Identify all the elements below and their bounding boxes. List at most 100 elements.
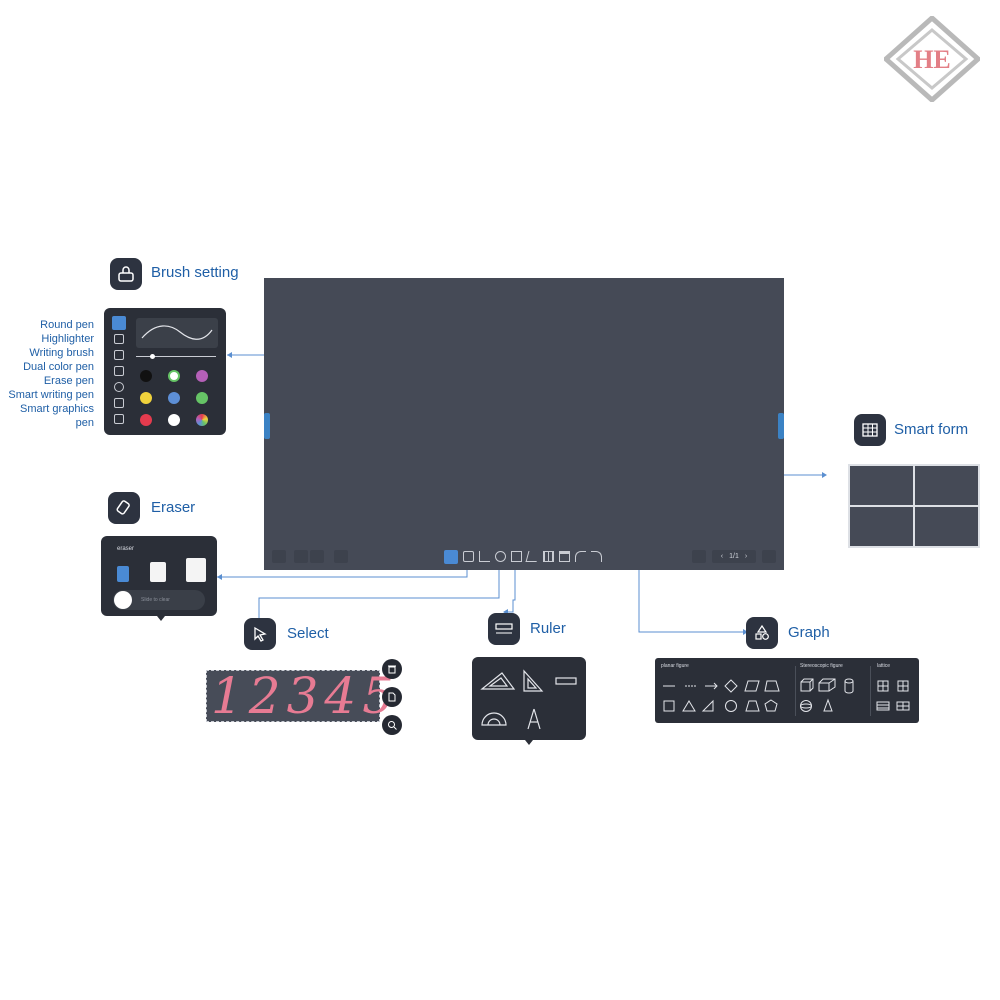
stroke-preview [136, 318, 218, 348]
trash-icon [388, 665, 396, 674]
eraser-panel-pointer [157, 616, 165, 621]
cylinder-shape-icon [844, 678, 854, 694]
ruler-panel [472, 657, 586, 740]
selected-handwriting[interactable]: 12345 [206, 667, 394, 725]
whiteboard-canvas[interactable]: ‹1/1› [264, 278, 784, 570]
delete-selection-button[interactable] [382, 659, 402, 679]
erase-pen-button[interactable] [114, 382, 124, 392]
brand-logo: HE [884, 16, 980, 102]
slide-to-clear-track[interactable]: Slide to clear [113, 590, 205, 610]
triangle-shape-icon [682, 700, 696, 712]
pen-label-dual-color: Dual color pen [23, 361, 94, 373]
parallelogram-shape-icon [744, 680, 760, 692]
pen-label-round: Round pen [40, 319, 94, 331]
right-triangle-shape-icon [701, 699, 714, 712]
diamond-shape-icon [724, 679, 738, 693]
eraser-size-large[interactable] [186, 558, 206, 582]
lattice-grid-1-icon [877, 680, 889, 692]
swap-icon[interactable] [272, 550, 286, 563]
graph-section-lattice: lattice [877, 663, 891, 669]
color-swatch[interactable] [168, 370, 180, 382]
dual-color-pen-button[interactable] [114, 366, 124, 376]
color-swatch[interactable] [196, 414, 208, 426]
brush-setting-title: Brush setting [151, 264, 239, 281]
redo-icon[interactable] [591, 551, 602, 562]
highlighter-button[interactable] [114, 334, 124, 344]
table-cell[interactable] [850, 507, 913, 546]
graph-panel: planar figure Stereoscopic figure lattic… [655, 658, 919, 723]
share-icon[interactable] [310, 550, 324, 563]
triangle-tool-icon[interactable] [525, 551, 540, 562]
trapezoid-2-shape-icon [745, 700, 760, 712]
smart-form-header-icon [854, 414, 886, 446]
slide-to-clear-hint: Slide to clear [141, 597, 170, 603]
straight-ruler-icon [555, 677, 577, 685]
color-swatch[interactable] [140, 392, 152, 404]
color-swatches [136, 366, 220, 430]
eraser-panel-label: eraser [117, 546, 135, 552]
eraser-tool-icon[interactable] [463, 551, 474, 562]
arrow-shape-icon [705, 682, 718, 690]
eraser-size-medium[interactable] [150, 562, 166, 582]
color-swatch[interactable] [196, 392, 208, 404]
brush-tool-button[interactable] [444, 549, 458, 564]
set-square-45-icon [480, 672, 516, 690]
chevron-down-icon[interactable] [334, 550, 348, 563]
select-header-icon [244, 618, 276, 650]
lattice-table-1-icon [876, 701, 890, 711]
table-cell[interactable] [915, 466, 978, 505]
pen-label-writing-brush: Writing brush [29, 347, 94, 359]
table-cell[interactable] [850, 466, 913, 505]
smart-form-tool-icon[interactable] [543, 551, 554, 562]
eraser-size-small[interactable] [117, 566, 129, 582]
color-swatch[interactable] [168, 392, 180, 404]
graph-header-icon [746, 617, 778, 649]
smart-form-table[interactable] [848, 464, 980, 548]
smart-writing-pen-button[interactable] [114, 398, 124, 408]
color-swatch[interactable] [168, 414, 180, 426]
ruler-header-icon [488, 613, 520, 645]
color-swatch[interactable] [140, 370, 152, 382]
pen-label-smart-graphics: Smart graphics pen [20, 403, 94, 429]
round-pen-button[interactable] [112, 316, 126, 330]
select-title: Select [287, 625, 329, 642]
graph-tool-icon[interactable] [495, 551, 506, 562]
stroke-width-slider-thumb[interactable] [150, 354, 155, 359]
writing-brush-button[interactable] [114, 350, 124, 360]
smart-graphics-pen-button[interactable] [114, 414, 124, 424]
smart-form-title: Smart form [894, 421, 969, 438]
set-square-60-icon [523, 669, 544, 692]
right-side-handle[interactable] [778, 413, 784, 439]
delete-icon[interactable] [559, 551, 570, 562]
lattice-grid-2-icon [897, 680, 909, 692]
slide-to-clear-knob[interactable] [114, 591, 132, 609]
ruler-panel-pointer [525, 740, 533, 745]
select-tool-icon[interactable] [479, 551, 490, 562]
eraser-panel: eraser Slide to clear [101, 536, 217, 616]
left-side-handle[interactable] [264, 413, 270, 439]
copy-selection-button[interactable] [382, 687, 402, 707]
pen-label-erase: Erase pen [43, 375, 94, 387]
brush-setting-header-icon [110, 258, 142, 290]
color-swatch[interactable] [140, 414, 152, 426]
brush-setting-panel [104, 308, 226, 435]
color-swatch[interactable] [196, 370, 208, 382]
menu-icon[interactable] [294, 550, 308, 563]
sphere-shape-icon [800, 700, 812, 712]
compass-icon [527, 708, 541, 730]
cube-shape-icon [800, 678, 814, 692]
ruler-tool-icon[interactable] [511, 551, 522, 562]
pen-type-labels: Round pen Highlighter Writing brush Dual… [8, 318, 94, 430]
table-cell[interactable] [915, 507, 978, 546]
add-page-icon[interactable] [692, 550, 706, 563]
undo-icon[interactable] [575, 551, 586, 562]
copy-icon [388, 692, 396, 702]
eraser-header-icon [108, 492, 140, 524]
pen-label-highlighter: Highlighter [41, 333, 94, 345]
graph-section-stereoscopic: Stereoscopic figure [800, 663, 843, 669]
page-indicator[interactable]: ‹1/1› [712, 550, 756, 563]
stroke-width-slider[interactable] [136, 356, 216, 357]
zoom-selection-button[interactable] [382, 715, 402, 735]
swap-right-icon[interactable] [762, 550, 776, 563]
